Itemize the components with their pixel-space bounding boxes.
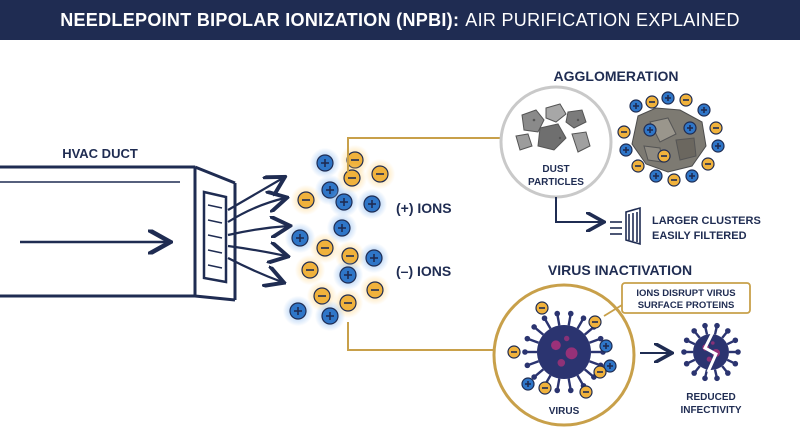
dust-label-line2: PARTICLES: [528, 177, 584, 188]
plus-ion-icon: [599, 339, 613, 353]
agglomeration-title: AGGLOMERATION: [554, 68, 679, 84]
plus-ion-icon: [683, 121, 697, 135]
plus-ion-icon: [697, 103, 711, 117]
minus-ion-icon: [631, 159, 645, 173]
npbi-diagram: HVAC DUCT (+) IONS (–) IONS: [0, 68, 761, 427]
plus-ion-icon: [314, 300, 346, 332]
plus-ion-icon: [521, 377, 535, 391]
plus-ion-icon: [661, 91, 675, 105]
callout-line2: SURFACE PROTEINS: [638, 300, 735, 311]
minus-ion-icon: [667, 173, 681, 187]
ion-cloud: [282, 144, 396, 332]
minus-ion-icon: [701, 157, 715, 171]
plus-ion-icon: [629, 99, 643, 113]
minus-ion-icon: [679, 93, 693, 107]
title-bold: NEEDLEPOINT BIPOLAR IONIZATION (NPBI):: [60, 9, 460, 30]
virus-inactivation-section: VIRUS INACTIVATION VIRUS IONS DISRUPT VI…: [492, 262, 751, 427]
connector-lines: [347, 137, 500, 351]
plus-ion-icon: [326, 212, 358, 244]
plus-ion-icon: [649, 169, 663, 183]
plus-ion-icon: [284, 222, 316, 254]
minus-ion-icon: [294, 254, 326, 286]
minus-ion-icon: [593, 365, 607, 379]
minus-ion-icon: [588, 315, 602, 329]
minus-ion-icon: [657, 149, 671, 163]
damaged-virus-icon: [681, 322, 741, 382]
result-line1: LARGER CLUSTERS: [652, 215, 761, 227]
plus-ion-icon: [309, 147, 341, 179]
plus-ion-icon: [358, 242, 390, 274]
callout-box: IONS DISRUPT VIRUS SURFACE PROTEINS: [603, 282, 751, 317]
plus-ion-icon: [711, 139, 725, 153]
result-line2: EASILY FILTERED: [652, 230, 747, 242]
reduced-line2: INFECTIVITY: [680, 405, 741, 416]
title-banner: NEEDLEPOINT BIPOLAR IONIZATION (NPBI): A…: [0, 0, 800, 40]
minus-ion-icon: [290, 184, 322, 216]
cluster-ions: [617, 91, 725, 187]
plus-ion-icon: [332, 259, 364, 291]
dust-particles-icon: [515, 103, 591, 153]
plus-ion-icon: [685, 169, 699, 183]
positive-ions-label: (+) IONS: [396, 200, 452, 216]
plus-ion-icon: [603, 359, 617, 373]
negative-ions-label: (–) IONS: [396, 263, 451, 279]
minus-ion-icon: [535, 301, 549, 315]
plus-ion-icon: [643, 123, 657, 137]
minus-ion-icon: [336, 162, 368, 194]
airflow-fan-arrows: [227, 178, 288, 282]
minus-ion-icon: [579, 385, 593, 399]
virus-ions: [507, 301, 617, 399]
minus-ion-icon: [617, 125, 631, 139]
hvac-duct: HVAC DUCT: [0, 146, 237, 302]
duct-grille: [202, 190, 228, 284]
dust-label-line1: DUST: [542, 164, 569, 175]
minus-ion-icon: [364, 158, 396, 190]
minus-ion-icon: [709, 121, 723, 135]
minus-ion-icon: [645, 95, 659, 109]
plus-ion-icon: [282, 295, 314, 327]
minus-ion-icon: [507, 345, 521, 359]
minus-ion-icon: [309, 232, 341, 264]
filter-icon: [610, 206, 641, 246]
plus-ion-icon: [619, 143, 633, 157]
reduced-line1: REDUCED: [686, 392, 735, 403]
plus-ion-icon: [328, 186, 360, 218]
virus-icon: [522, 310, 606, 394]
callout-line1: IONS DISRUPT VIRUS: [636, 288, 735, 299]
minus-ion-icon: [359, 274, 391, 306]
virus-title: VIRUS INACTIVATION: [548, 262, 692, 278]
agglomeration-arrow: [555, 197, 602, 222]
minus-ion-icon: [538, 381, 552, 395]
plus-ion-icon: [356, 188, 388, 220]
virus-circle-label: VIRUS: [549, 406, 580, 417]
hvac-duct-label: HVAC DUCT: [62, 146, 138, 161]
title-light: AIR PURIFICATION EXPLAINED: [465, 9, 740, 30]
agglomeration-section: AGGLOMERATION DUST PARTICLES: [499, 68, 761, 246]
